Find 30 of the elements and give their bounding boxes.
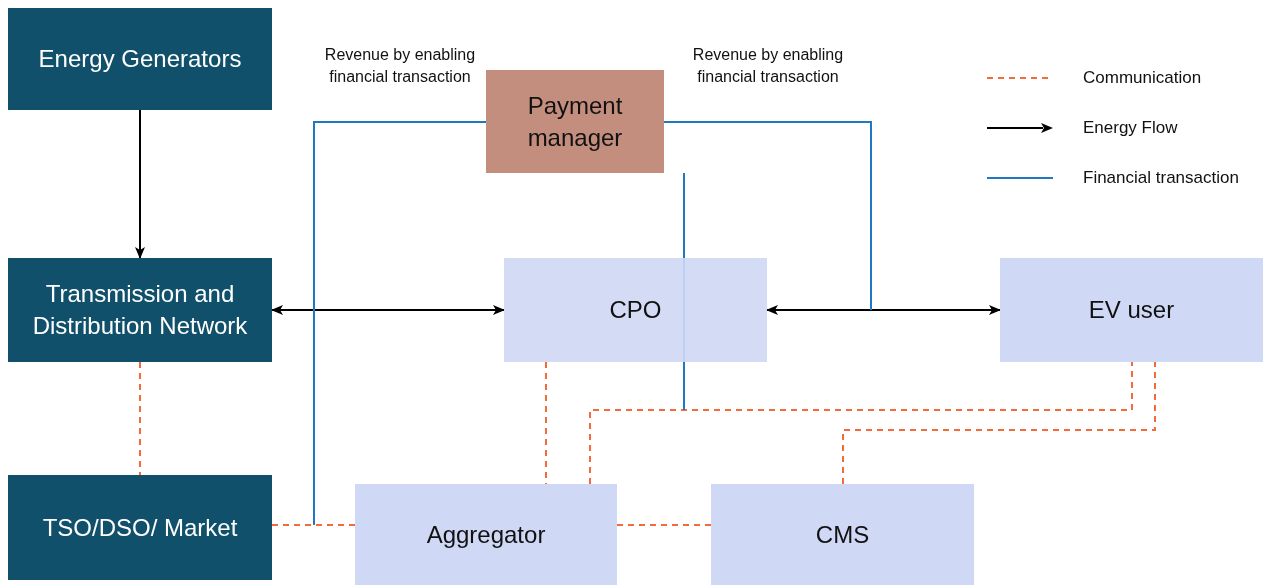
connector-line	[663, 121, 872, 311]
box-label: Payment manager	[526, 90, 624, 153]
process-box	[355, 484, 617, 585]
dashed-connector	[589, 361, 1133, 485]
box-label: CPO	[609, 295, 662, 325]
dashed-connector	[545, 361, 547, 485]
box-label: Transmission and Distribution Network	[31, 279, 249, 341]
legend-label: Energy Flow	[1083, 117, 1178, 140]
process-box	[8, 258, 272, 362]
process-box	[504, 258, 767, 362]
legend-label: Financial transaction	[1083, 167, 1239, 190]
legend-label: Communication	[1083, 67, 1202, 90]
box-label: CMS	[815, 519, 870, 550]
arrow	[766, 305, 1001, 315]
box-label: TSO/DSO/ Market	[42, 512, 238, 543]
dashed-connector	[616, 524, 712, 526]
arrow	[135, 109, 145, 259]
process-box	[486, 70, 664, 173]
process-box	[1000, 258, 1263, 362]
dashed-connector	[139, 361, 141, 476]
process-box	[8, 8, 272, 110]
box-label: Energy Generators	[38, 44, 242, 74]
dashed-connector	[842, 361, 1156, 485]
arrow	[271, 305, 505, 315]
dashed-connector	[271, 524, 356, 526]
box-label: EV user	[1088, 295, 1175, 325]
process-box	[711, 484, 974, 585]
process-box	[8, 475, 272, 580]
connector-line	[313, 121, 487, 526]
box-label: Aggregator	[426, 519, 546, 550]
